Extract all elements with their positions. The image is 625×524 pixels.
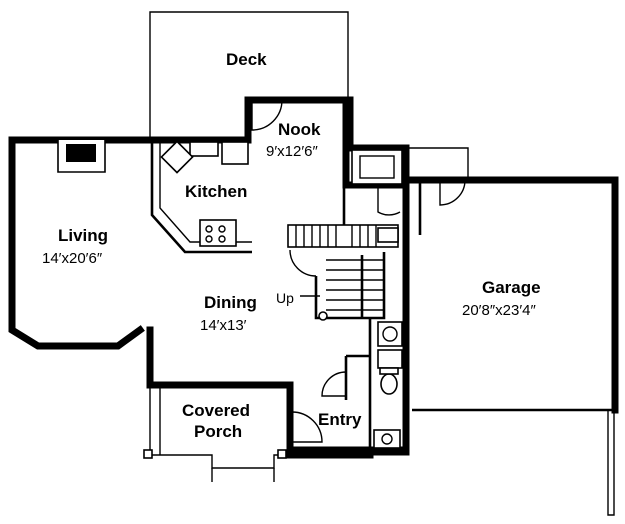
entry-label: Entry bbox=[318, 410, 362, 429]
nook-size: 9′x12′6″ bbox=[266, 143, 318, 160]
deck-label: Deck bbox=[226, 50, 267, 69]
bath-closet bbox=[291, 318, 403, 452]
nook-details bbox=[251, 99, 403, 240]
garage-size: 20′8″x23′4″ bbox=[462, 302, 536, 319]
kitchen-counters bbox=[150, 140, 252, 254]
dining-label: Dining bbox=[204, 293, 257, 312]
deck-area bbox=[149, 11, 349, 138]
kitchen-label: Kitchen bbox=[185, 182, 247, 201]
exterior-walls bbox=[8, 96, 410, 459]
porch-label-line1: Covered bbox=[182, 401, 250, 420]
garage-walls bbox=[402, 147, 619, 516]
living-size: 14′x20′6″ bbox=[42, 250, 103, 267]
covered-porch bbox=[143, 385, 290, 482]
fireplace bbox=[57, 140, 106, 173]
dining-size: 14′x13′ bbox=[200, 317, 247, 334]
stairs bbox=[287, 224, 399, 321]
nook-label: Nook bbox=[278, 120, 321, 139]
garage-label: Garage bbox=[482, 278, 541, 297]
stairs-up-label: Up bbox=[276, 290, 294, 306]
porch-label-line2: Porch bbox=[194, 422, 242, 441]
living-label: Living bbox=[58, 226, 108, 245]
